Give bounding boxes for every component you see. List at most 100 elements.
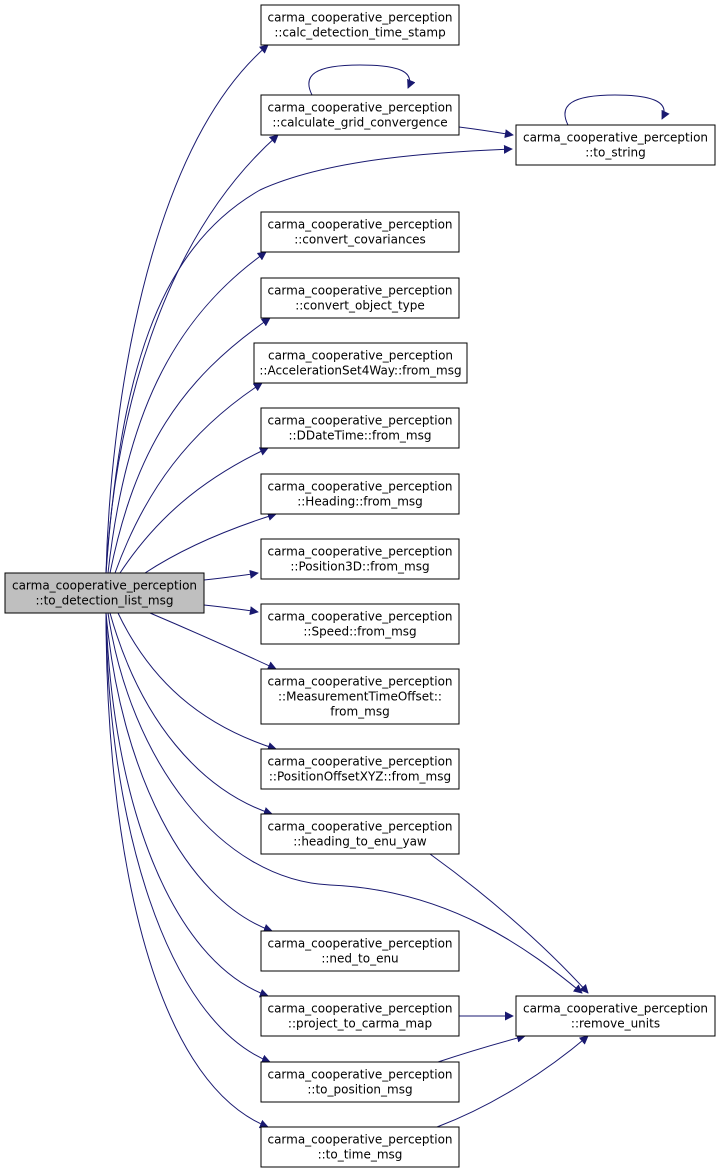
node-box [260, 995, 460, 1037]
node-box [260, 473, 460, 515]
node-calculate-grid-convergence[interactable]: carma_cooperative_perception::calculate_… [260, 94, 460, 136]
node-label-line: carma_cooperative_perception [267, 101, 452, 115]
node-project-to-carma-map[interactable]: carma_cooperative_perception::project_to… [260, 995, 460, 1037]
node-box [260, 407, 460, 449]
node-label-line: ::calc_detection_time_stamp [274, 26, 445, 40]
edge-root-to-mto-from-msg [149, 612, 277, 670]
node-speed-from-msg[interactable]: carma_cooperative_perception::Speed::fro… [260, 603, 460, 645]
node-box [260, 1061, 460, 1103]
node-label-line: carma_cooperative_perception [268, 349, 453, 363]
node-root[interactable]: carma_cooperative_perception::to_detecti… [4, 572, 205, 614]
edge-to-string-to-to-string [564, 94, 670, 126]
node-label-line: carma_cooperative_perception [267, 820, 452, 834]
edge-root-to-to-string [105, 144, 513, 574]
node-label-line: ::Position3D::from_msg [290, 560, 429, 574]
node-label-line: ::to_detection_list_msg [36, 594, 174, 608]
node-label-line: ::to_time_msg [318, 1148, 403, 1162]
node-accel-from-msg[interactable]: carma_cooperative_perception::Accelerati… [253, 342, 468, 384]
node-label-line: ::ned_to_enu [321, 952, 398, 966]
node-ddatetime-from-msg[interactable]: carma_cooperative_perception::DDateTime:… [260, 407, 460, 449]
node-label-line: carma_cooperative_perception [523, 1002, 708, 1016]
node-calc-detection-time-stamp[interactable]: carma_cooperative_perception::calc_detec… [260, 4, 460, 46]
edge-root-to-heading-to-enu-yaw [109, 612, 273, 816]
node-box [260, 538, 460, 580]
node-label-line: carma_cooperative_perception [12, 579, 197, 593]
node-label-line: ::remove_units [571, 1017, 660, 1031]
edge-root-to-to-time-msg [105, 612, 269, 1129]
node-box [260, 277, 460, 319]
node-to-string[interactable]: carma_cooperative_perception::to_string [515, 124, 716, 166]
node-label-line: ::Speed::from_msg [303, 625, 416, 639]
node-label-line: carma_cooperative_perception [267, 480, 452, 494]
node-label-line: ::AccelerationSet4Way::from_msg [259, 364, 461, 378]
node-label-line: ::Heading::from_msg [297, 495, 423, 509]
node-box [260, 211, 460, 253]
node-to-position-msg[interactable]: carma_cooperative_perception::to_positio… [260, 1061, 460, 1103]
node-label-line: carma_cooperative_perception [267, 284, 452, 298]
node-remove-units[interactable]: carma_cooperative_perception::remove_uni… [515, 995, 716, 1037]
node-label-line: carma_cooperative_perception [267, 545, 452, 559]
edge-root-to-convert-object-type [109, 317, 271, 574]
edge-root-to-project-to-carma-map [105, 612, 269, 998]
node-label-line: ::heading_to_enu_yaw [293, 835, 427, 849]
node-label-line: carma_cooperative_perception [267, 414, 452, 428]
node-to-time-msg[interactable]: carma_cooperative_perception::to_time_ms… [260, 1126, 460, 1168]
node-box [260, 813, 460, 855]
edge-root-to-calc-detection-time-stamp [105, 44, 269, 574]
node-label-line: ::PositionOffsetXYZ::from_msg [269, 770, 451, 784]
node-heading-to-enu-yaw[interactable]: carma_cooperative_perception::heading_to… [260, 813, 460, 855]
node-label-line: ::to_string [585, 146, 646, 160]
node-label-line: ::convert_object_type [295, 299, 425, 313]
node-label-line: carma_cooperative_perception [267, 755, 452, 769]
node-label-line: carma_cooperative_perception [267, 1133, 452, 1147]
edge-root-to-posxyz-from-msg [117, 612, 277, 751]
node-box [260, 748, 460, 790]
edge-root-to-speed-from-msg [203, 604, 259, 616]
node-box [260, 1126, 460, 1168]
node-posxyz-from-msg[interactable]: carma_cooperative_perception::PositionOf… [260, 748, 460, 790]
edge-root-to-remove-units [107, 612, 583, 994]
node-box [4, 572, 205, 614]
edge-root-to-to-position-msg [105, 612, 271, 1064]
node-box [260, 94, 460, 136]
node-convert-object-type[interactable]: carma_cooperative_perception::convert_ob… [260, 277, 460, 319]
node-label-line: ::DDateTime::from_msg [289, 429, 432, 443]
edge-heading-to-enu-yaw-to-remove-units [429, 853, 589, 994]
node-label-line: ::project_to_carma_map [288, 1017, 432, 1031]
edge-to-time-msg-to-remove-units [436, 1035, 589, 1128]
edge-calculate-grid-convergence-to-calculate-grid-convergence [308, 64, 416, 96]
node-box [515, 124, 716, 166]
node-label-line: carma_cooperative_perception [267, 675, 452, 689]
node-box [260, 4, 460, 46]
node-convert-covariances[interactable]: carma_cooperative_perception::convert_co… [260, 211, 460, 253]
node-box [253, 342, 468, 384]
node-label-line: ::convert_covariances [294, 233, 426, 247]
node-label-line: ::calculate_grid_convergence [272, 116, 447, 130]
edges-layer [105, 44, 670, 1129]
edge-root-to-accel-from-msg [114, 382, 263, 574]
node-heading-from-msg[interactable]: carma_cooperative_perception::Heading::f… [260, 473, 460, 515]
node-label-line: carma_cooperative_perception [267, 1002, 452, 1016]
node-position3d-from-msg[interactable]: carma_cooperative_perception::Position3D… [260, 538, 460, 580]
node-box [260, 930, 460, 972]
node-label-line: carma_cooperative_perception [267, 1068, 452, 1082]
edge-to-position-msg-to-remove-units [437, 1033, 526, 1063]
nodes-layer: carma_cooperative_perception::to_detecti… [4, 4, 716, 1168]
node-label-line: carma_cooperative_perception [523, 131, 708, 145]
node-label-line: carma_cooperative_perception [267, 218, 452, 232]
edge-root-to-heading-from-msg [144, 512, 277, 574]
node-box [260, 603, 460, 645]
node-box [260, 668, 460, 725]
edge-root-to-position3d-from-msg [203, 569, 259, 581]
edge-root-to-calculate-grid-convergence [105, 134, 279, 574]
edge-calculate-grid-convergence-to-to-string [458, 126, 514, 139]
node-mto-from-msg[interactable]: carma_cooperative_perception::Measuremen… [260, 668, 460, 725]
edge-root-to-ddatetime-from-msg [119, 447, 269, 574]
node-label-line: carma_cooperative_perception [267, 937, 452, 951]
node-ned-to-enu[interactable]: carma_cooperative_perception::ned_to_enu [260, 930, 460, 972]
node-label-line: ::MeasurementTimeOffset:: [278, 690, 442, 704]
node-box [515, 995, 716, 1037]
edge-root-to-convert-covariances [107, 251, 267, 574]
node-label-line: ::to_position_msg [307, 1083, 412, 1097]
